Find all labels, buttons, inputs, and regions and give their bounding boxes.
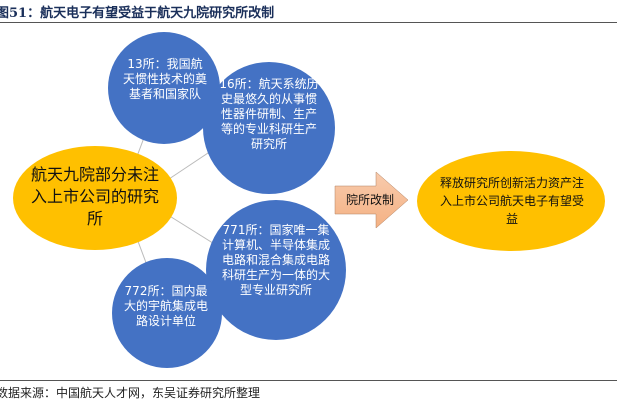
result-label: 释放研究所创新活力资产注入上市公司航天电子有望受益	[440, 176, 585, 226]
circle-772	[112, 258, 222, 368]
inst772-label: 772所：国内最大的宇航集成电路设计单位	[124, 284, 209, 328]
main-ellipse	[13, 146, 177, 250]
main-label: 航天九院部分未注入上市公司的研究所	[30, 165, 159, 228]
circle-13	[108, 32, 220, 144]
inst771-label: 771所：国家唯一集计算机、半导体集成电路和混合集成电路科研生产为一体的大型专业…	[221, 223, 330, 297]
result-ellipse	[417, 151, 605, 251]
bottom-rule	[0, 380, 617, 381]
inst13-label: 13所：我国航天惯性技术的奠基者和国家队	[123, 57, 208, 101]
arrow-label: 院所改制	[345, 193, 394, 207]
source-note: 数据来源：中国航天人才网，东吴证券研究所整理	[0, 386, 261, 400]
inst16-label: 16所：航天系统历史最悠久的从事惯性器件研制、生产等的专业科研生产研究所	[219, 77, 319, 151]
figure-title: 图51：航天电子有望受益于航天九院研究所改制	[0, 6, 275, 21]
circle-16	[203, 62, 335, 194]
top-rule	[0, 22, 617, 23]
arrow-shape	[334, 171, 409, 229]
circle-771	[206, 200, 346, 340]
